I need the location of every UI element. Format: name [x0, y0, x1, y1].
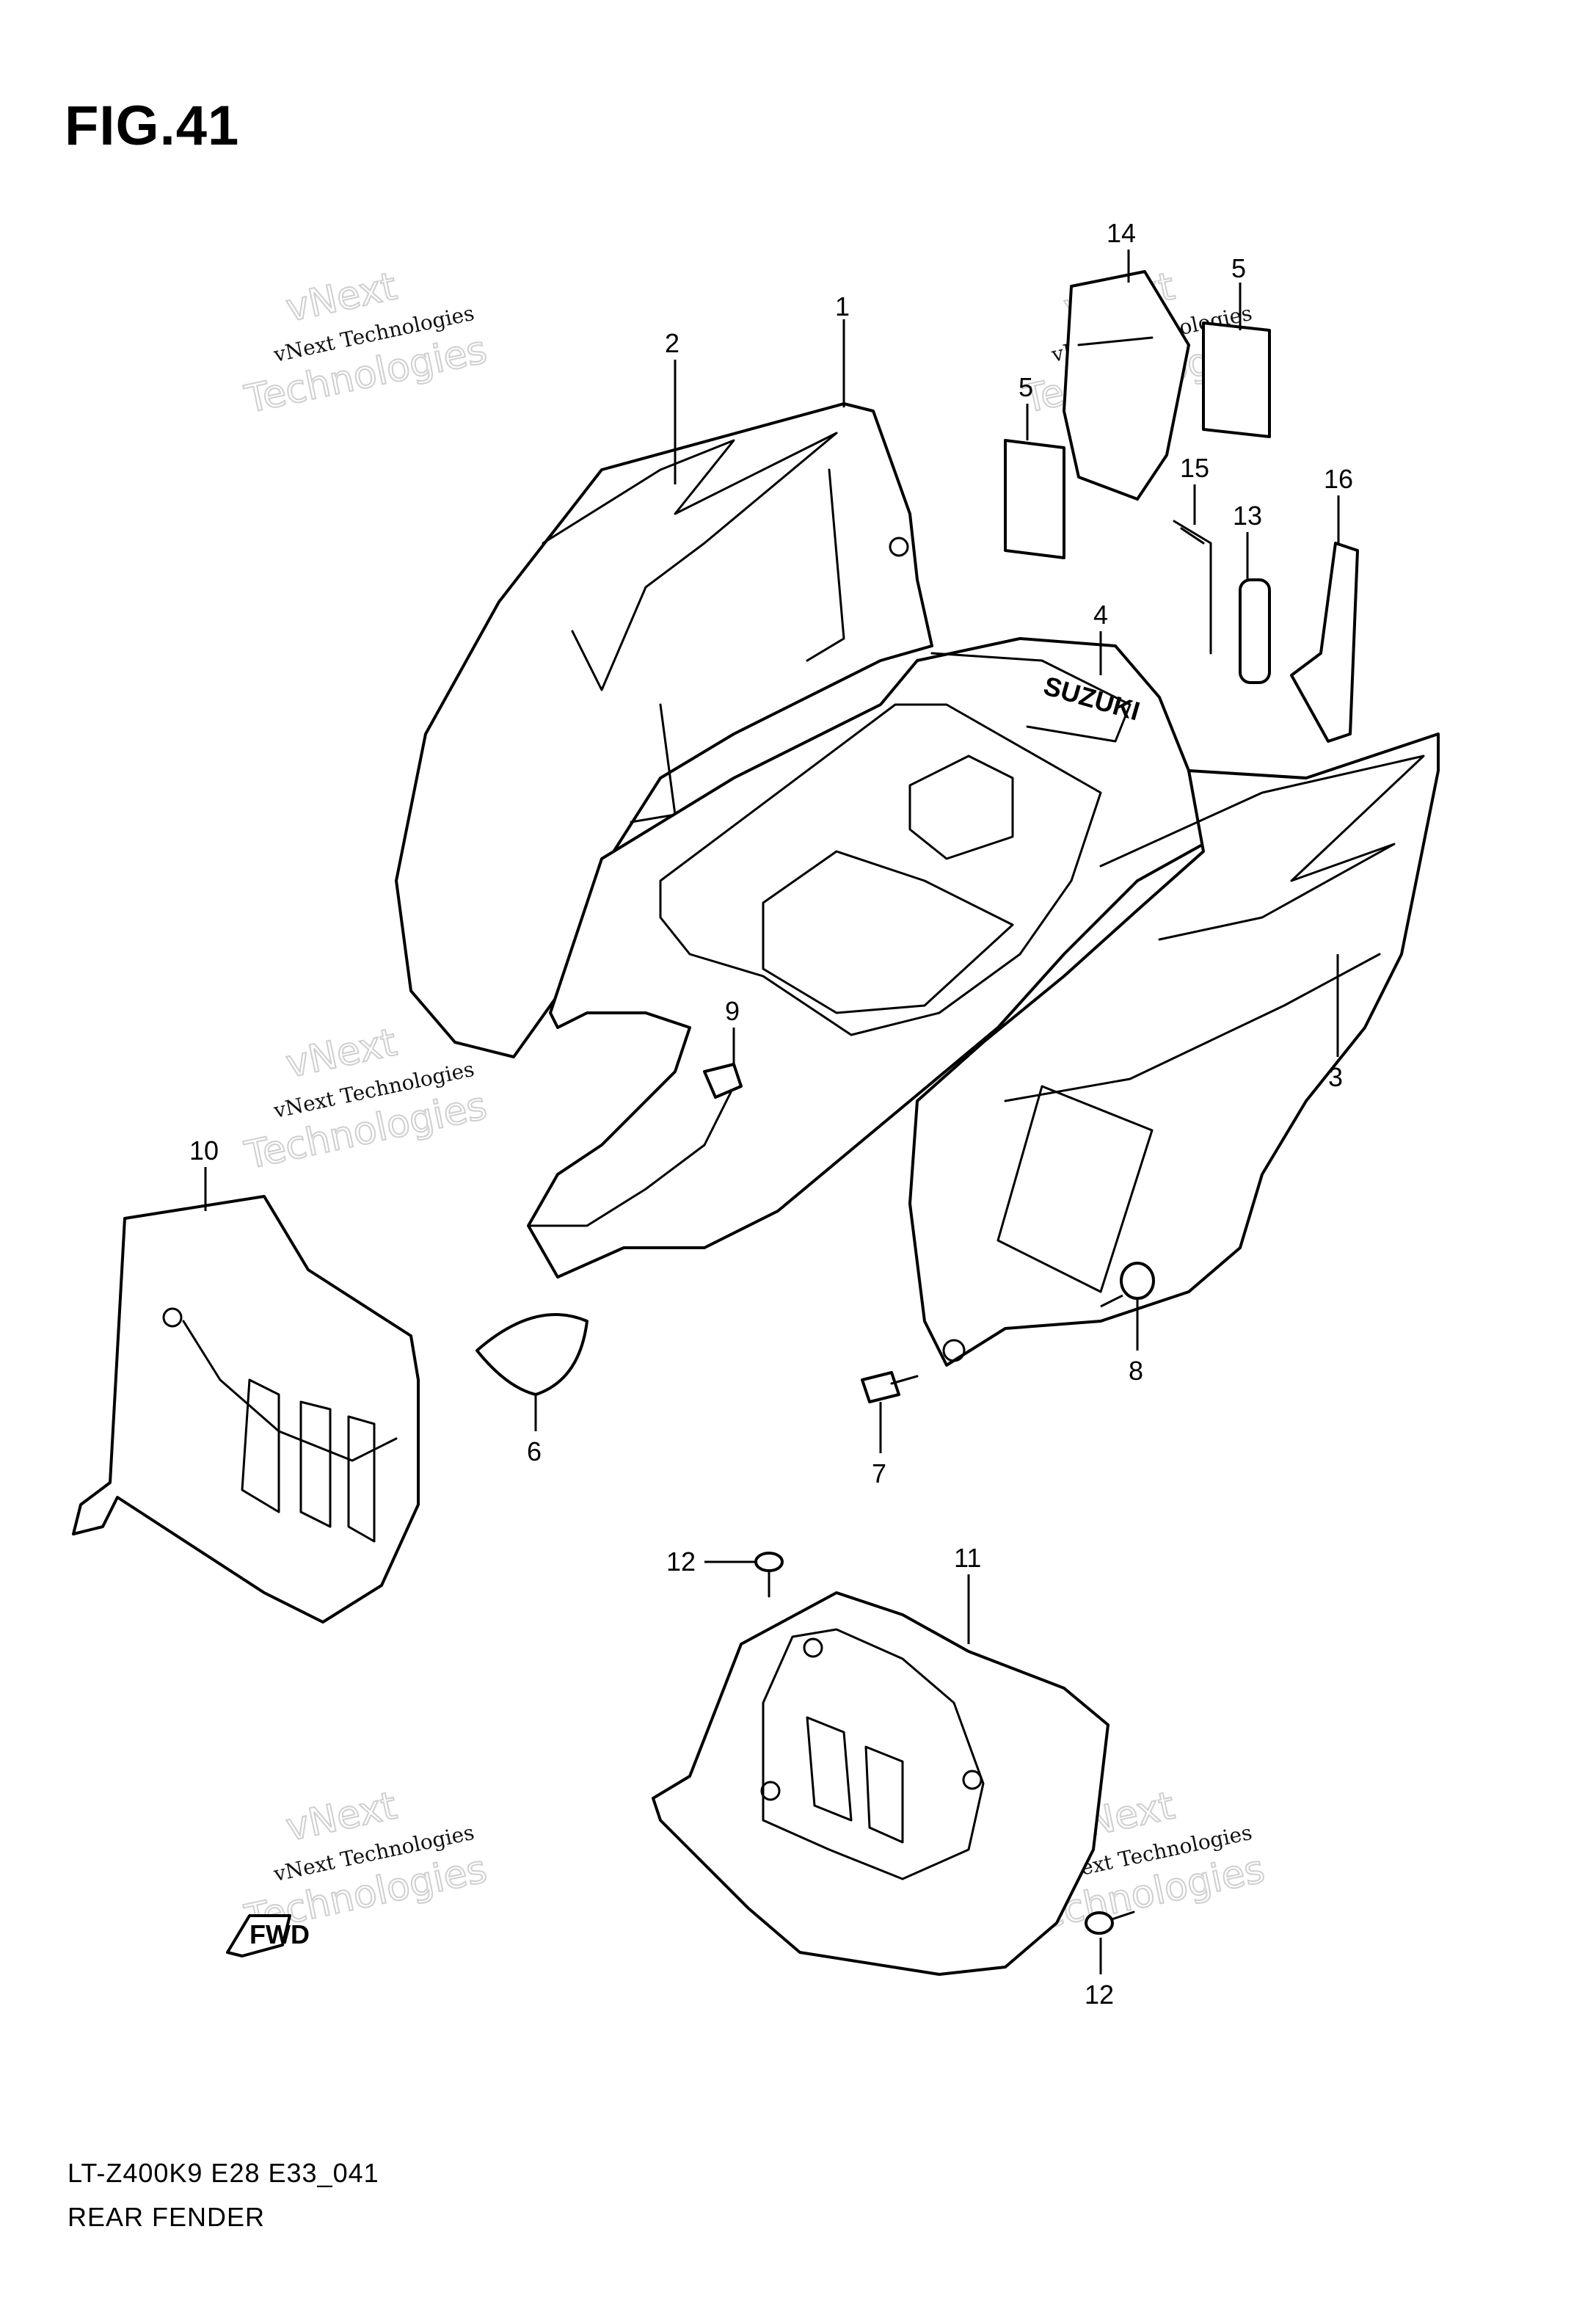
callout-1: 1 [835, 291, 850, 321]
spanner-part-16 [1290, 542, 1359, 743]
callout-12a: 12 [666, 1546, 696, 1577]
forward-direction-arrow: FWD [226, 1914, 310, 1957]
callout-8: 8 [1129, 1356, 1143, 1386]
nut-part-8 [1120, 1262, 1155, 1300]
section-name: REAR FENDER [68, 2202, 266, 2232]
callout-12b: 12 [1085, 1980, 1114, 2010]
leader-lines [204, 250, 1340, 1974]
pin-part-13 [1239, 578, 1271, 684]
callout-9: 9 [725, 996, 740, 1026]
clip-part-9 [703, 1063, 743, 1099]
watermark-top-left: vNext vNext Technologies Technologies [240, 263, 491, 423]
callout-4: 4 [1093, 600, 1108, 630]
callout-10: 10 [189, 1135, 219, 1166]
pad-part-5a [1004, 439, 1065, 559]
callout-3: 3 [1328, 1062, 1343, 1092]
right-mud-guard-part-11 [652, 1591, 1109, 1976]
forward-direction-label: FWD [249, 1919, 310, 1949]
rear-fender-assembly: SUZUKI [395, 402, 1440, 1367]
callout-5b: 5 [1231, 253, 1246, 283]
figure-title: FIG.41 [65, 95, 240, 157]
callout-15: 15 [1180, 453, 1209, 483]
callout-6: 6 [527, 1436, 542, 1466]
callout-7: 7 [872, 1458, 886, 1488]
callout-13: 13 [1233, 501, 1262, 531]
callout-2: 2 [665, 328, 679, 358]
left-mud-guard-part-10 [72, 1195, 420, 1624]
model-code: LT-Z400K9 E28 E33_041 [68, 2158, 379, 2188]
cap-part-6 [475, 1313, 589, 1396]
pad-part-5b [1202, 321, 1271, 438]
hex-key-part-15 [1173, 520, 1212, 655]
tool-pouch-part-14 [1063, 270, 1190, 501]
callout-16: 16 [1324, 464, 1353, 494]
bolt-part-12a [754, 1552, 784, 1598]
screw-part-7 [861, 1371, 919, 1403]
bolt-part-12b [1085, 1911, 1135, 1935]
callout-14: 14 [1107, 218, 1136, 248]
callout-5a: 5 [1019, 372, 1033, 402]
callout-11: 11 [954, 1543, 981, 1573]
